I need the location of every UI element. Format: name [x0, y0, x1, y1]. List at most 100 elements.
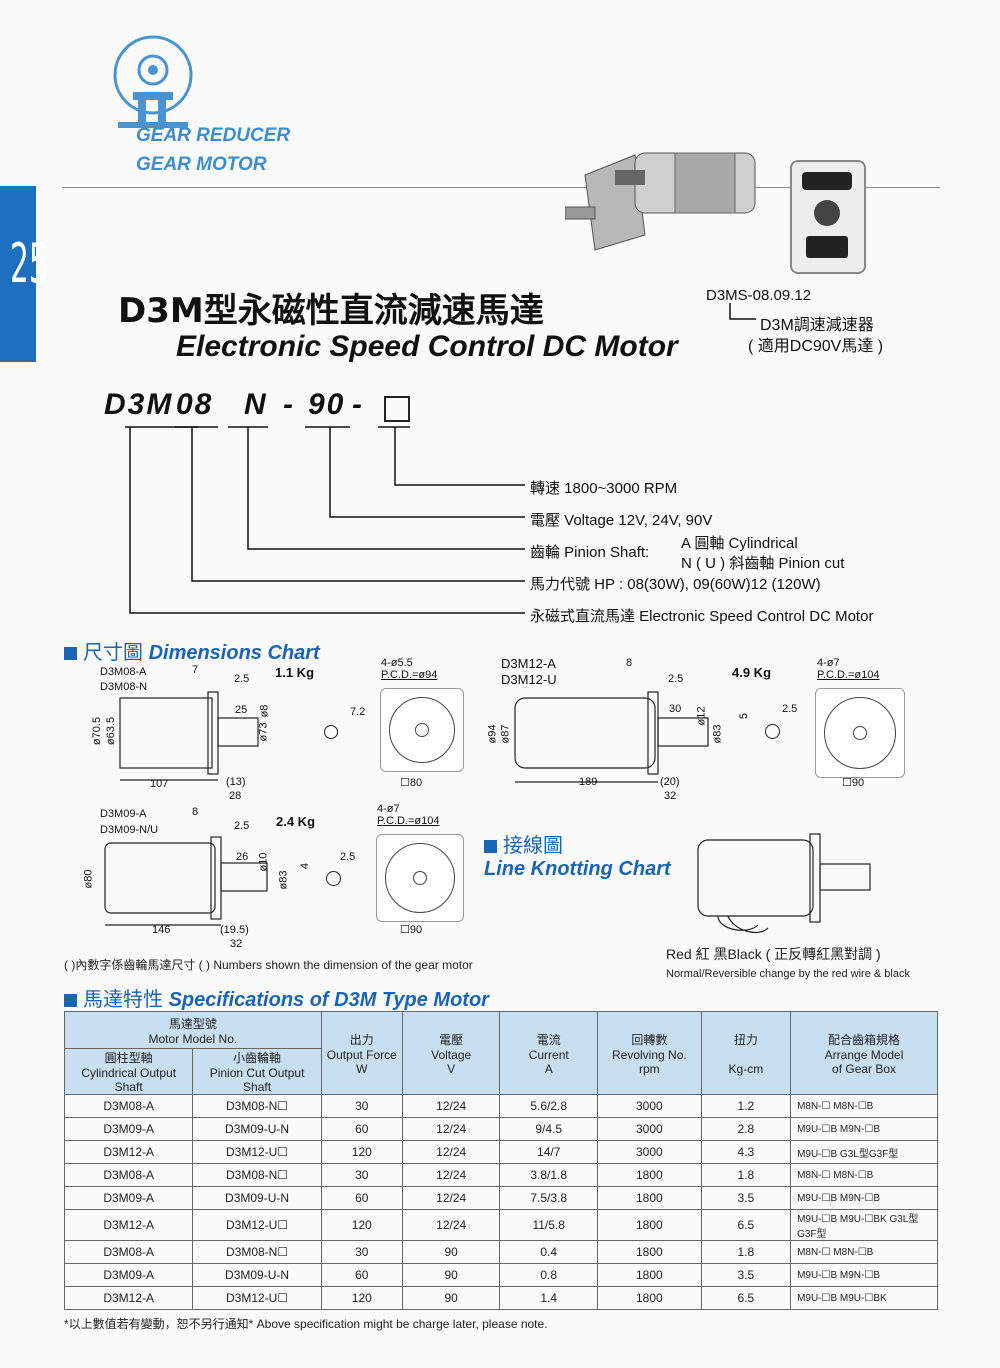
m12-front-view: [815, 688, 905, 778]
m12-model-a: D3M12-A: [501, 656, 556, 671]
m08-weight: 1.1 Kg: [275, 665, 315, 680]
table-cell-v: 12/24: [401, 1140, 501, 1164]
m08-d7: ø63.5: [105, 716, 118, 746]
wiring-drawing: [697, 833, 871, 933]
m08-d10: 28: [229, 790, 242, 802]
m09-d6: ø80: [82, 869, 95, 889]
table-cell-gear: M9U-☐B M9N-☐B: [790, 1117, 938, 1141]
table-cell-pin: D3M09-U-N: [192, 1117, 322, 1141]
m09-d5: ø83: [277, 870, 290, 890]
m09-d9: (19.5): [220, 924, 249, 936]
m08-d2: 2.5: [234, 673, 250, 685]
m09-holes: 4-ø7: [377, 803, 400, 815]
m12-d8: 189: [579, 776, 598, 788]
m08-d5: ø73: [257, 722, 270, 742]
controller-bracket: [729, 303, 756, 320]
wiring-note1: Red 紅 黑Black ( 正反轉紅黑對調 ): [666, 946, 881, 962]
table-cell-gear: M8N-☐ M8N-☐B: [790, 1240, 938, 1264]
m09-d11: 4: [299, 862, 312, 870]
table-cell-a: 7.5/3.8: [499, 1186, 598, 1210]
m12-d10: 32: [664, 790, 677, 802]
table-cell-rpm: 1800: [597, 1240, 702, 1264]
table-cell-pin: D3M08-N☐: [192, 1240, 322, 1264]
table-cell-a: 5.6/2.8: [499, 1094, 598, 1118]
m12-holes: 4-ø7: [817, 657, 840, 669]
table-cell-a: 3.8/1.8: [499, 1163, 598, 1187]
m09-d2: 2.5: [234, 820, 250, 832]
table-cell-cyl: D3M08-A: [63, 1094, 194, 1118]
table-cell-kg: 1.8: [700, 1163, 792, 1187]
table-cell-a: 0.4: [499, 1240, 598, 1264]
table-cell-pin: D3M09-U-N: [192, 1186, 322, 1210]
m08-shaft-end: [324, 725, 338, 739]
table-cell-w: 30: [320, 1163, 403, 1187]
table-cell-gear: M9U-☐B M9N-☐B: [790, 1186, 938, 1210]
m08-d3: 25: [235, 704, 248, 716]
table-cell-kg: 6.5: [700, 1209, 792, 1241]
m08-front-view: [380, 688, 464, 772]
legend-hp: 馬力代號 HP : 08(30W), 09(60W)12 (120W): [530, 576, 821, 593]
table-cell-v: 90: [401, 1263, 501, 1287]
table-cell-kg: 6.5: [700, 1286, 792, 1310]
m09-pcd: P.C.D.=ø104: [377, 815, 440, 827]
m08-pcd: P.C.D.=ø94: [381, 669, 438, 681]
code-part-shaft: N: [244, 388, 268, 421]
table-cell-w: 30: [320, 1094, 403, 1118]
table-cell-pin: D3M12-U☐: [192, 1286, 322, 1310]
table-cell-w: 60: [320, 1263, 403, 1287]
table-cell-v: 12/24: [401, 1186, 501, 1210]
table-cell-rpm: 3000: [597, 1094, 702, 1118]
code-part-voltage: 90: [308, 388, 346, 421]
page-tab: [0, 186, 36, 362]
table-cell-v: 12/24: [401, 1209, 501, 1241]
table-cell-v: 90: [401, 1240, 501, 1264]
table-cell-a: 14/7: [499, 1140, 598, 1164]
table-cell-cyl: D3M08-A: [63, 1163, 194, 1187]
table-cell-w: 120: [320, 1140, 403, 1164]
m12-d5: ø83: [711, 724, 724, 744]
m09-d12: 2.5: [340, 851, 356, 863]
m12-d7: ø87: [499, 724, 512, 744]
table-cell-pin: D3M09-U-N: [192, 1263, 322, 1287]
table-cell-cyl: D3M09-A: [63, 1117, 194, 1141]
m12-weight: 4.9 Kg: [732, 665, 772, 680]
table-cell-v: 90: [401, 1286, 501, 1310]
m09-d4: ø10: [257, 852, 270, 872]
table-cell-a: 0.8: [499, 1263, 598, 1287]
m12-d11: 5: [738, 712, 751, 720]
table-cell-a: 11/5.8: [499, 1209, 598, 1241]
m08-d9: (13): [226, 776, 246, 788]
wiring-note2: Normal/Reversible change by the red wire…: [666, 968, 910, 980]
table-cell-w: 120: [320, 1209, 403, 1241]
m12-d3: 30: [669, 703, 682, 715]
table-cell-cyl: D3M09-A: [63, 1263, 194, 1287]
m12-model-u: D3M12-U: [501, 672, 557, 687]
table-cell-v: 12/24: [401, 1163, 501, 1187]
m12-d6: ø94: [486, 724, 499, 744]
code-part-series: D3M: [104, 388, 174, 421]
controller-model: D3MS-08.09.12: [706, 287, 812, 304]
title-en: Electronic Speed Control DC Motor: [176, 330, 678, 363]
table-cell-cyl: D3M12-A: [63, 1209, 194, 1241]
brand-line1: GEAR REDUCER: [136, 125, 291, 146]
m08-d6: ø70.5: [91, 716, 104, 746]
table-cell-cyl: D3M12-A: [63, 1140, 194, 1164]
table-cell-kg: 3.5: [700, 1186, 792, 1210]
table-cell-gear: M9U-☐B G3L型G3F型: [790, 1140, 938, 1164]
table-cell-kg: 3.5: [700, 1263, 792, 1287]
m08-square: ☐80: [400, 777, 423, 789]
